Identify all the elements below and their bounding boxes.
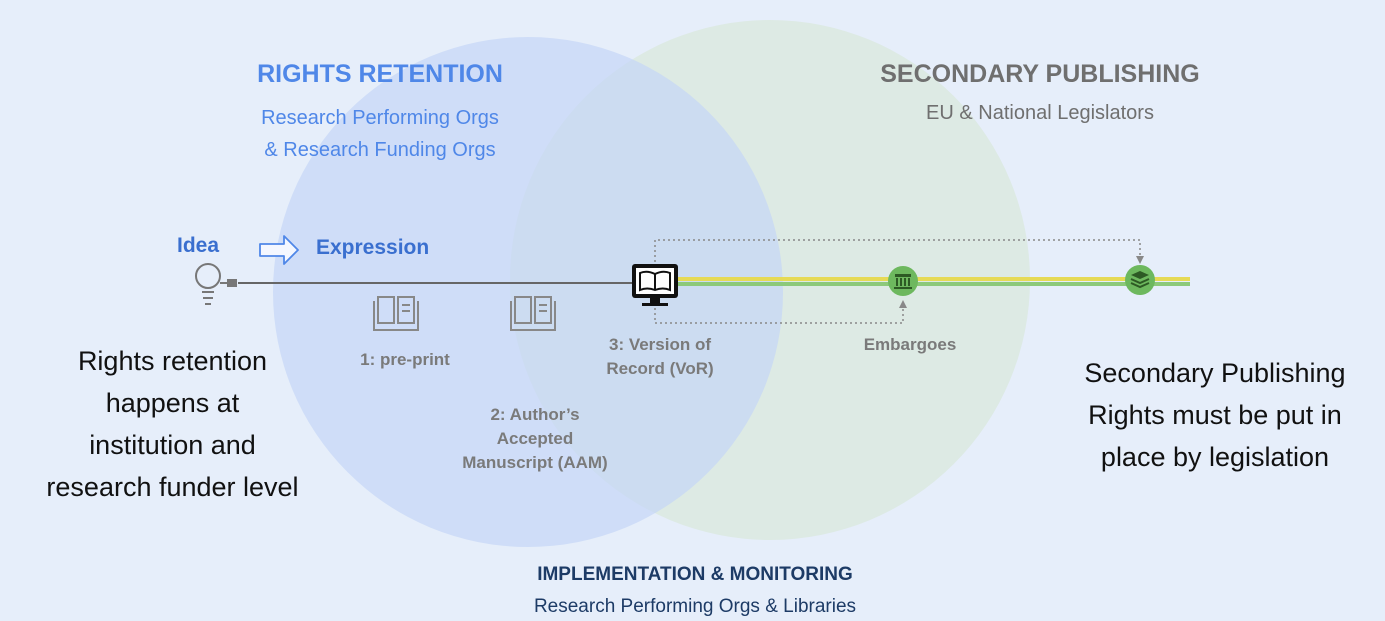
embargoes-label: Embargoes [863,335,957,354]
preprint-label: 1: pre-print [360,350,450,369]
aam-label-line1: 2: Author’s [490,405,580,424]
secondary-publishing-subtitle: EU & National Legislators [926,102,1154,124]
dotted-arrow-bottom-head [899,300,907,308]
rights-retention-subtitle: Research Performing Orgs & Research Fund… [180,102,580,166]
dotted-arrow-top [654,239,1141,262]
arrow-right-icon [259,235,299,265]
secondary-publishing-note: Secondary Publishing Rights must be put … [1045,352,1385,478]
implementation-subtitle: Research Performing Orgs & Libraries [533,596,857,617]
right-note-line2: Rights must be put in [1088,400,1342,430]
lightbulb-icon [195,263,237,305]
aam-label-line3: Manuscript (AAM) [462,453,608,472]
rights-retention-circle [273,37,783,547]
aam-label: 2: Author’s Accepted Manuscript (AAM) [420,403,650,475]
rights-retention-subtitle-line2: & Research Funding Orgs [264,139,496,161]
aam-label-line2: Accepted [496,429,574,448]
secondary-publishing-title: SECONDARY PUBLISHING [880,60,1200,88]
rights-retention-note: Rights retention happens at institution … [0,340,345,508]
right-note-line3: place by legislation [1100,442,1330,472]
implementation-title: IMPLEMENTATION & MONITORING [537,564,853,585]
dotted-arrow-bottom [654,303,904,324]
rights-retention-title: RIGHTS RETENTION [257,60,503,88]
book-icon-preprint [373,296,419,331]
book-icon-aam [510,296,556,331]
idea-label: Idea [177,234,220,257]
vor-label: 3: Version of Record (VoR) [560,333,760,381]
stack-node-icon [1125,265,1155,295]
library-node-icon [888,266,918,296]
vor-label-line1: 3: Version of [608,335,712,354]
expression-label: Expression [316,236,430,259]
vor-label-line2: Record (VoR) [606,359,714,378]
rights-retention-subtitle-line1: Research Performing Orgs [261,107,499,129]
right-note-line1: Secondary Publishing [1084,358,1346,388]
dotted-arrow-top-head [1136,256,1144,264]
left-note-line3: institution and [89,430,256,460]
left-note-line4: research funder level [46,472,299,502]
computer-book-icon [632,264,678,306]
left-note-line2: happens at [105,388,240,418]
left-note-line1: Rights retention [77,346,268,376]
